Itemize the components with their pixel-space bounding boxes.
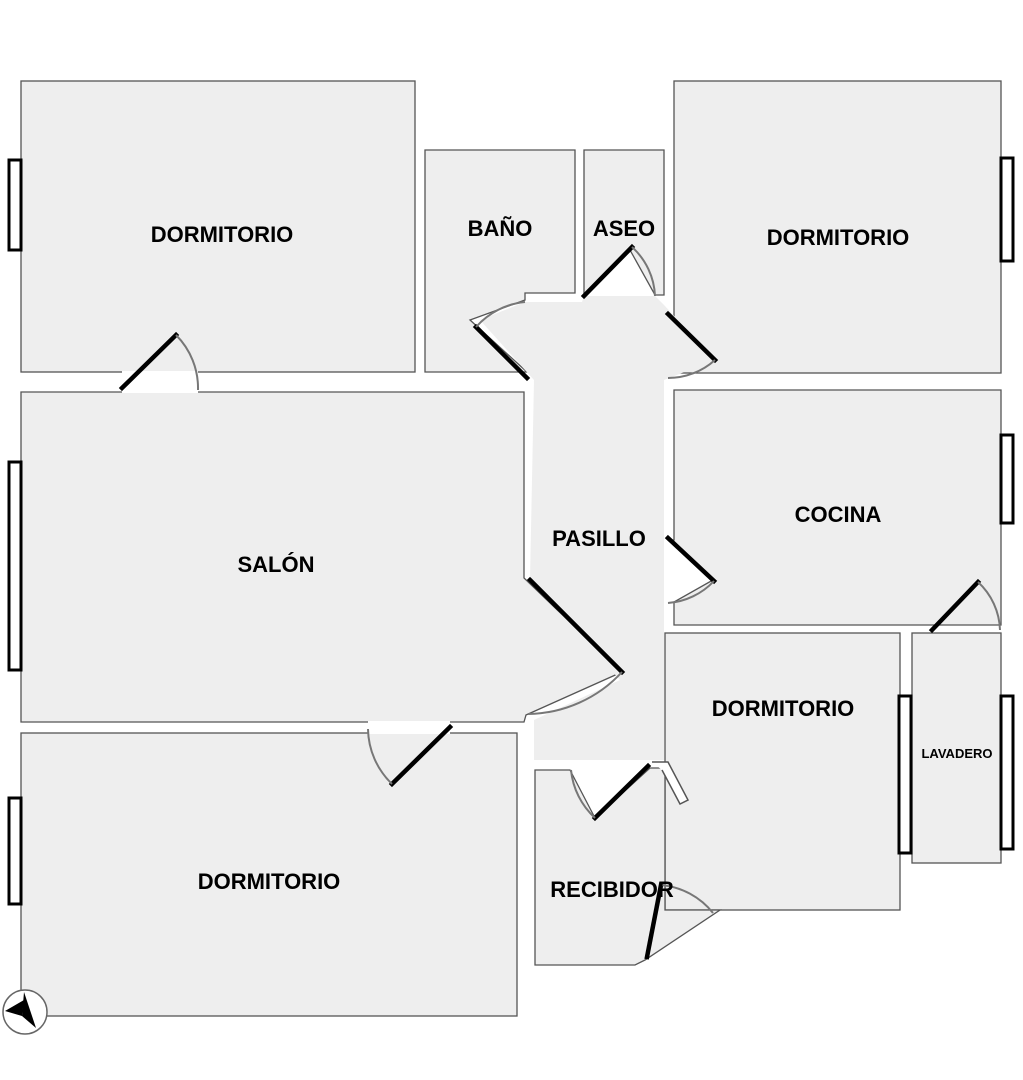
room-dormitorio-ne — [673, 80, 1002, 374]
room-dormitorio-nw — [20, 80, 416, 373]
door-gap — [122, 371, 198, 393]
label-dormitorio-nw: DORMITORIO — [151, 222, 294, 247]
room-recibidor — [534, 767, 723, 966]
label-cocina: COCINA — [795, 502, 882, 527]
label-lavadero: LAVADERO — [921, 746, 992, 761]
room-pasillo — [480, 296, 715, 760]
label-pasillo: PASILLO — [552, 526, 646, 551]
label-dormitorio-center: DORMITORIO — [712, 696, 855, 721]
room-dormitorio-sw — [20, 732, 518, 1017]
label-dormitorio-sw: DORMITORIO — [198, 869, 341, 894]
door-gap — [368, 721, 450, 734]
label-dormitorio-ne: DORMITORIO — [767, 225, 910, 250]
room-dormitorio-center — [664, 632, 901, 911]
room-salon — [20, 391, 624, 723]
room-lavadero — [911, 632, 1002, 864]
label-recibidor: RECIBIDOR — [550, 877, 674, 902]
room-bano — [424, 149, 576, 373]
windows — [7, 156, 1015, 906]
compass-icon — [2, 989, 48, 1035]
doors — [118, 243, 1001, 960]
label-bano: BAÑO — [468, 216, 533, 241]
label-salon: SALÓN — [238, 552, 315, 577]
label-aseo: ASEO — [593, 216, 655, 241]
